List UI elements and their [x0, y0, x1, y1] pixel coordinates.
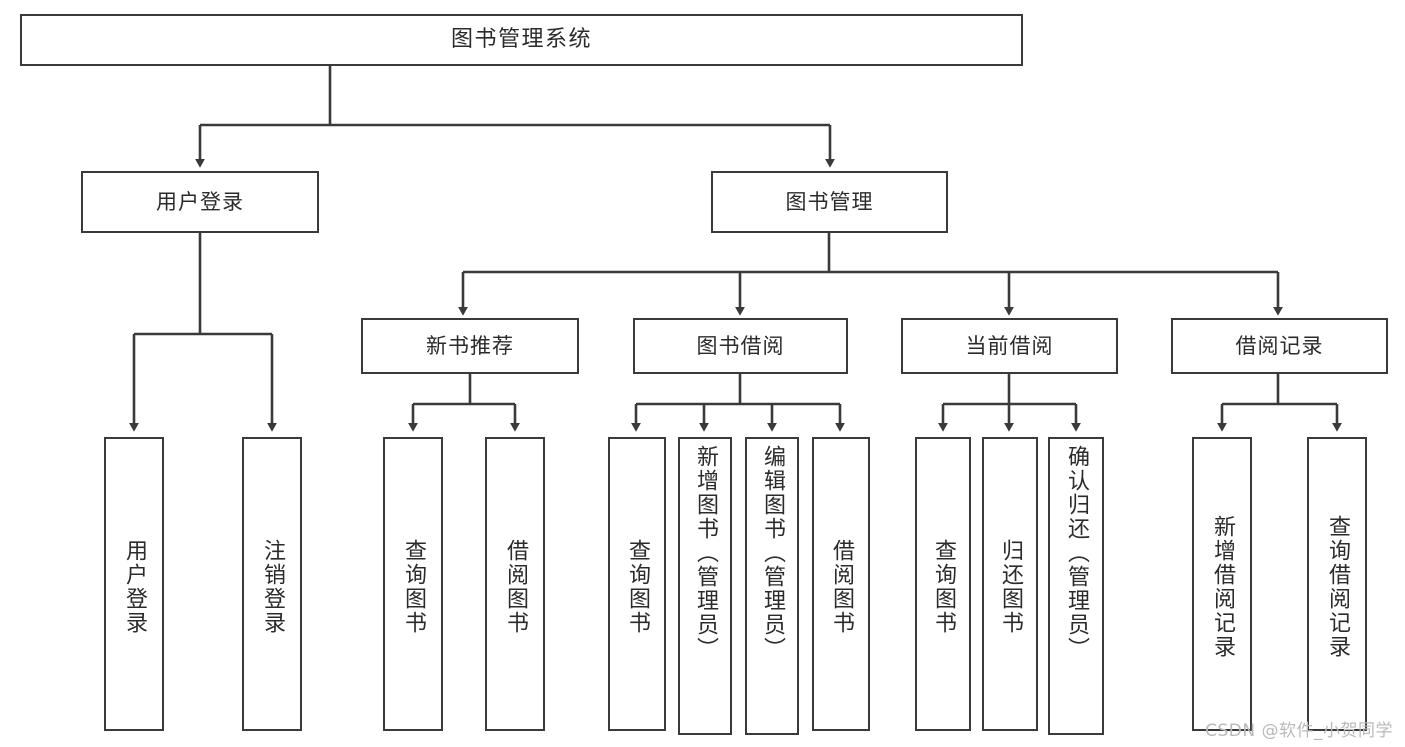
node-label: 新书推荐 — [426, 333, 514, 358]
node-current-borrow[interactable]: 当前借阅 — [901, 318, 1118, 374]
node-label: 查询图书 — [931, 539, 956, 635]
node-label: 当前借阅 — [965, 333, 1054, 358]
leaf-borrow-record-add-record[interactable]: 新增借阅记录 — [1192, 437, 1252, 731]
node-label: 注销登录 — [260, 539, 285, 635]
node-root-book-management-system[interactable]: 图书管理系统 — [20, 14, 1023, 66]
leaf-user-login-login[interactable]: 用户登录 — [104, 437, 164, 731]
node-borrow-record[interactable]: 借阅记录 — [1171, 318, 1388, 374]
leaf-current-borrow-query-book[interactable]: 查询图书 — [915, 437, 971, 731]
node-label: 借阅图书 — [503, 539, 528, 635]
node-new-book-recommend[interactable]: 新书推荐 — [361, 318, 579, 374]
node-label: 查询图书 — [625, 539, 650, 635]
node-label: 用户登录 — [156, 189, 244, 214]
node-label: 查询图书 — [401, 539, 426, 635]
node-label: 用户登录 — [122, 539, 147, 635]
node-label: 图书管理 — [785, 189, 874, 214]
node-label: 归还图书 — [998, 539, 1023, 635]
node-label: 图书管理系统 — [450, 27, 592, 53]
leaf-book-borrow-edit-book-admin[interactable]: 编辑图书（管理员） — [745, 437, 799, 735]
node-label: 新增借阅记录 — [1210, 515, 1235, 659]
leaf-new-book-borrow-book[interactable]: 借阅图书 — [485, 437, 545, 731]
leaf-book-borrow-add-book-admin[interactable]: 新增图书（管理员） — [678, 437, 732, 735]
node-label: 借阅图书 — [829, 539, 854, 635]
node-label: 图书借阅 — [696, 333, 785, 358]
leaf-borrow-record-query-record[interactable]: 查询借阅记录 — [1307, 437, 1367, 731]
node-label: 借阅记录 — [1235, 333, 1324, 358]
leaf-book-borrow-borrow-book[interactable]: 借阅图书 — [812, 437, 870, 731]
leaf-current-borrow-return-book[interactable]: 归还图书 — [982, 437, 1038, 731]
leaf-user-login-logout[interactable]: 注销登录 — [242, 437, 302, 731]
leaf-current-borrow-confirm-return-admin[interactable]: 确认归还（管理员） — [1048, 437, 1104, 735]
node-label: 确认归还（管理员） — [1064, 445, 1089, 661]
node-label: 新增图书（管理员） — [693, 445, 718, 661]
leaf-book-borrow-query-book[interactable]: 查询图书 — [608, 437, 666, 731]
leaf-new-book-query-book[interactable]: 查询图书 — [383, 437, 443, 731]
node-label: 查询借阅记录 — [1325, 515, 1350, 659]
node-book-borrow[interactable]: 图书借阅 — [633, 318, 848, 374]
node-user-login[interactable]: 用户登录 — [81, 171, 319, 233]
node-label: 编辑图书（管理员） — [760, 445, 785, 661]
node-book-management[interactable]: 图书管理 — [711, 171, 948, 233]
